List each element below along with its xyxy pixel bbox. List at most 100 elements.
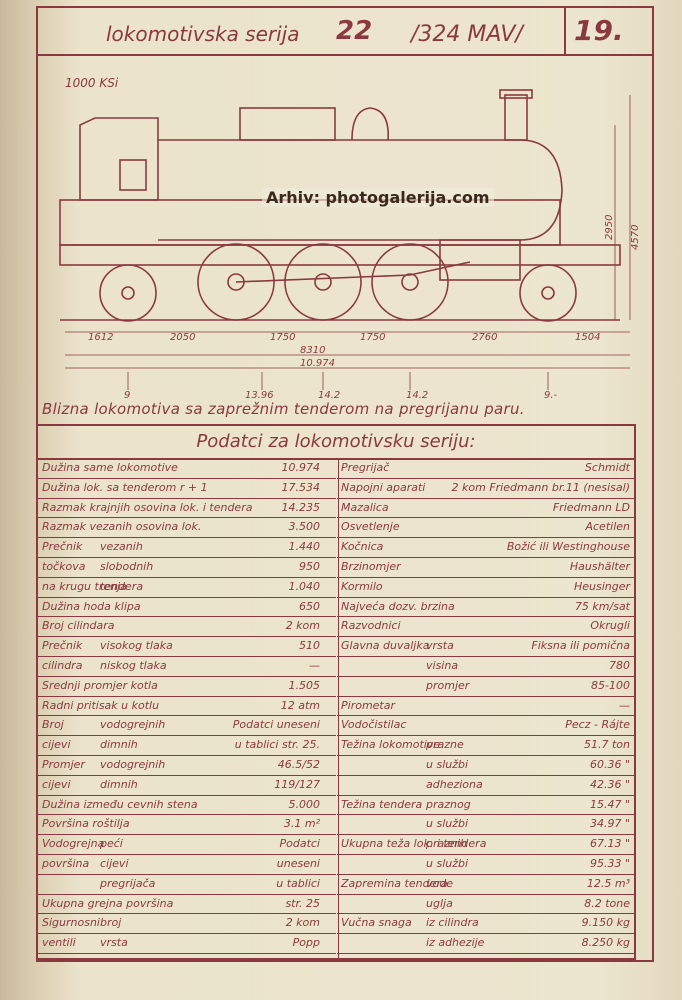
- row-rule: [38, 953, 336, 954]
- row-value: 1.040: [288, 579, 321, 593]
- row-value: Pecz - Rájte: [565, 718, 630, 732]
- row-value: 510: [299, 639, 320, 653]
- steam-dome: [351, 107, 389, 141]
- row-rule: [38, 715, 336, 717]
- row-value: Schmidt: [584, 461, 630, 474]
- row-value: 1.505: [288, 678, 321, 692]
- dim-1612: 1612: [88, 332, 113, 343]
- row-rule: [337, 537, 636, 539]
- row-label: Glavna duvaljka: [341, 639, 430, 653]
- chimney-cap: [499, 89, 533, 99]
- row-value: Popp: [292, 936, 320, 950]
- row-rule: [38, 557, 336, 558]
- row-value: Haushälter: [569, 560, 630, 573]
- sheet-number: 19.: [574, 14, 624, 47]
- row-value: 17.534: [281, 480, 321, 494]
- row-sublabel: u službi: [426, 758, 469, 771]
- drawing-caption: Blizna lokomotiva sa zaprežnim tenderom …: [42, 400, 525, 418]
- table-title: Podatci za lokomotivsku seriju:: [38, 426, 634, 460]
- row-rule: [38, 695, 336, 697]
- row-rule: [337, 715, 636, 717]
- row-value: 10.974: [281, 461, 321, 474]
- dim-2760: 2760: [472, 332, 497, 343]
- dim-10974: 10.974: [300, 358, 335, 369]
- row-rule: [337, 913, 636, 915]
- row-value: 12 atm: [280, 698, 320, 712]
- row-label: Napojni aparati: [341, 480, 426, 494]
- row-value: Okrugli: [590, 619, 630, 633]
- row-value: u tablici: [276, 876, 320, 890]
- row-rule: [337, 477, 636, 479]
- drawing-scale: 1000 KSi: [65, 76, 119, 90]
- row-value: 780: [609, 659, 630, 672]
- row-sublabel: vrsta: [426, 639, 454, 653]
- row-value: 2 kom Friedmann br.11 (nesisal): [451, 480, 630, 494]
- row-rule: [337, 656, 636, 657]
- connecting-rod: [409, 261, 471, 276]
- row-label: Vodočistilac: [341, 718, 407, 732]
- row-rule: [337, 933, 636, 935]
- series-number: 22: [336, 16, 373, 46]
- row-label: točkova: [42, 560, 86, 573]
- row-rule: [38, 913, 336, 915]
- row-sublabel: praznih: [426, 837, 468, 851]
- dim-2950: 2950: [604, 215, 615, 240]
- row-value: 75 km/sat: [574, 599, 630, 613]
- row-sublabel: vodogrejnih: [100, 718, 166, 732]
- title-prefix: lokomotivska serija: [106, 22, 300, 46]
- row-rule: [38, 814, 336, 816]
- row-label: Brzinomjer: [341, 560, 401, 573]
- row-sublabel: vezanih: [100, 540, 143, 554]
- row-label: Dužina lok. sa tenderom r + 1: [42, 480, 208, 494]
- driving-wheel-3: [371, 243, 449, 321]
- row-label: Razvodnici: [341, 619, 401, 633]
- row-rule: [337, 695, 636, 697]
- row-sublabel: prazne: [426, 738, 464, 752]
- row-label: Razmak vezanih osovina lok.: [42, 520, 202, 534]
- front-wheel: [519, 264, 577, 322]
- column-divider: [338, 458, 339, 958]
- row-sublabel: vrsta: [100, 936, 128, 950]
- row-value: Acetilen: [585, 520, 630, 534]
- row-value: 5.000: [288, 797, 321, 811]
- row-rule: [337, 755, 636, 756]
- row-rule: [337, 854, 636, 855]
- row-rule: [38, 675, 336, 677]
- row-value: 2 kom: [285, 619, 320, 633]
- row-sublabel: adheziona: [426, 777, 483, 791]
- row-label: Promjer: [42, 758, 85, 771]
- row-sublabel: visokog tlaka: [100, 639, 173, 653]
- row-rule: [337, 774, 636, 776]
- row-label: Ukupna teža lok. i tendera: [341, 837, 487, 851]
- row-value: u tablici str. 25.: [234, 738, 320, 752]
- row-rule: [337, 517, 636, 519]
- row-value: 12.5 m³: [586, 876, 630, 890]
- data-table: Podatci za lokomotivsku seriju:: [36, 424, 636, 960]
- row-rule: [38, 616, 336, 618]
- row-rule: [38, 933, 336, 935]
- row-rule: [38, 834, 336, 836]
- row-label: Osvetlenje: [341, 520, 400, 534]
- row-sublabel: u službi: [426, 857, 469, 870]
- row-sublabel: tendera: [100, 579, 144, 593]
- row-sublabel: dimnih: [100, 777, 138, 791]
- row-rule: [38, 477, 336, 479]
- row-label: Sigurnosni: [42, 916, 100, 930]
- row-label: Pirometar: [341, 698, 396, 712]
- row-label: cijevi: [42, 777, 71, 791]
- row-rule: [38, 537, 336, 539]
- axle-load-2: 13.96: [245, 390, 274, 401]
- row-sublabel: peći: [100, 837, 123, 851]
- row-value: 950: [299, 560, 320, 573]
- row-rule: [38, 636, 336, 638]
- row-rule: [337, 953, 636, 954]
- row-value: 15.47 ": [589, 797, 630, 811]
- row-value: 34.97 ": [589, 817, 630, 831]
- row-value: Podatci: [279, 837, 320, 851]
- row-value: —: [619, 698, 630, 712]
- row-label: Srednji promjer kotla: [42, 678, 158, 692]
- row-rule: [337, 794, 636, 796]
- chimney: [504, 94, 528, 141]
- row-rule: [337, 814, 636, 816]
